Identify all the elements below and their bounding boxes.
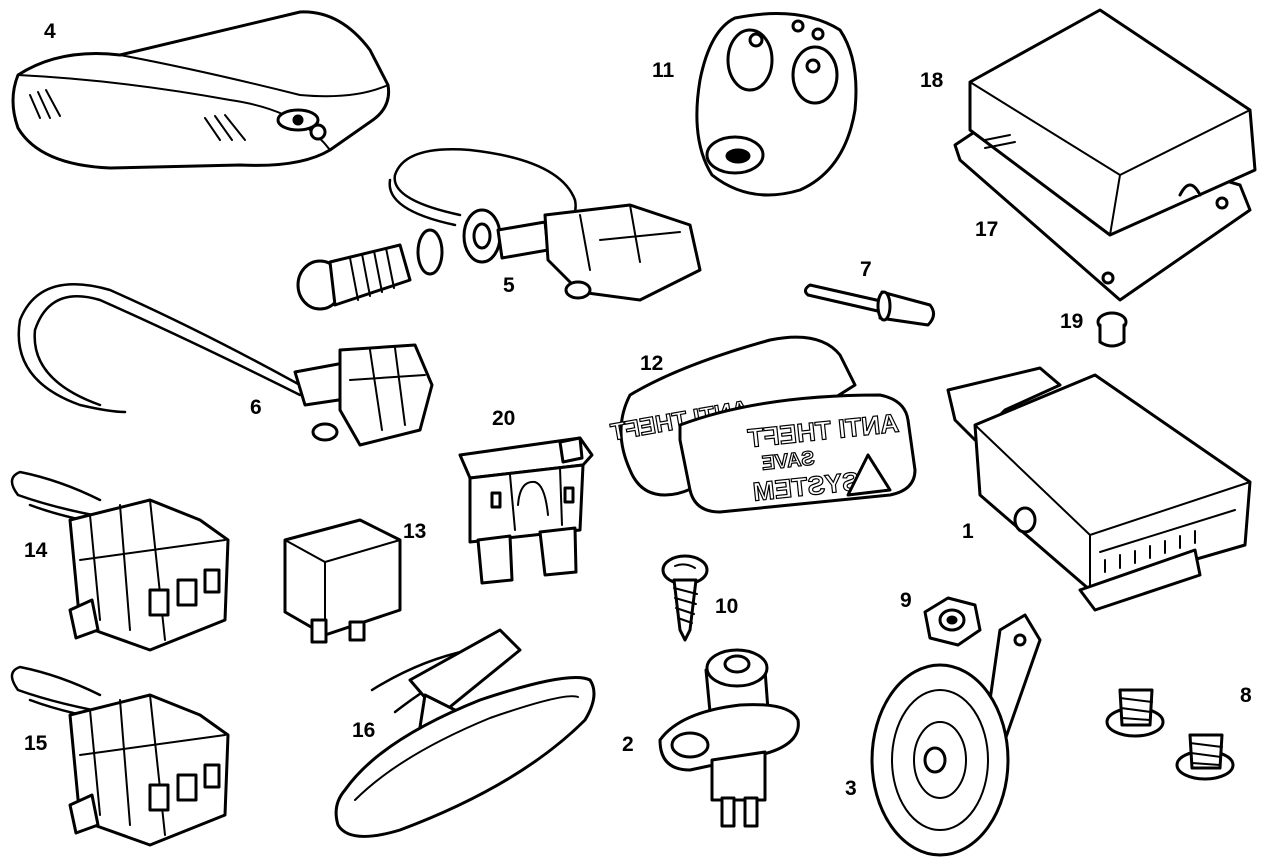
label-20: 20 bbox=[492, 407, 515, 430]
label-9: 9 bbox=[900, 589, 912, 612]
label-17: 17 bbox=[975, 218, 998, 241]
label-12: 12 bbox=[640, 352, 663, 375]
multi-pin-connector-15 bbox=[10, 665, 230, 847]
door-pin-switch bbox=[658, 648, 800, 828]
remote-key-fob bbox=[695, 12, 858, 197]
label-5: 5 bbox=[503, 274, 515, 297]
blade-fuse bbox=[458, 436, 594, 585]
label-3: 3 bbox=[845, 777, 857, 800]
label-6: 6 bbox=[250, 396, 262, 419]
horn bbox=[870, 613, 1042, 857]
engine-control-unit bbox=[946, 366, 1252, 612]
relay bbox=[283, 518, 402, 644]
label-1: 1 bbox=[962, 520, 974, 543]
screw-pair bbox=[1105, 688, 1235, 781]
label-10: 10 bbox=[715, 595, 738, 618]
self-tapping-screw bbox=[661, 554, 709, 642]
label-19: 19 bbox=[1060, 310, 1083, 333]
label-18: 18 bbox=[920, 69, 944, 92]
screw-19 bbox=[1096, 311, 1128, 348]
label-11: 11 bbox=[652, 59, 675, 82]
label-16: 16 bbox=[352, 719, 375, 742]
rear-view-mirror bbox=[334, 628, 596, 838]
part-labels: 4 5 6 7 8 9 10 11 12 13 14 15 16 17 18 1… bbox=[24, 20, 1252, 800]
interior-sensor-unit bbox=[11, 10, 391, 170]
bonnet-switch-assembly bbox=[296, 148, 702, 311]
locking-pin bbox=[803, 283, 935, 327]
label-8: 8 bbox=[1240, 684, 1252, 707]
label-2: 2 bbox=[622, 733, 634, 756]
alarm-control-module bbox=[953, 8, 1257, 302]
label-4: 4 bbox=[44, 20, 56, 43]
multi-pin-connector-14 bbox=[10, 470, 230, 652]
flange-nut bbox=[923, 596, 982, 647]
label-7: 7 bbox=[860, 258, 872, 281]
wiring-connector-6 bbox=[17, 283, 434, 447]
label-15: 15 bbox=[24, 732, 48, 755]
anti-theft-stickers: ANTI THEFT ANTI THEFT SAVE SYSTEM bbox=[608, 335, 917, 514]
label-13: 13 bbox=[403, 520, 426, 543]
label-14: 14 bbox=[24, 539, 48, 562]
